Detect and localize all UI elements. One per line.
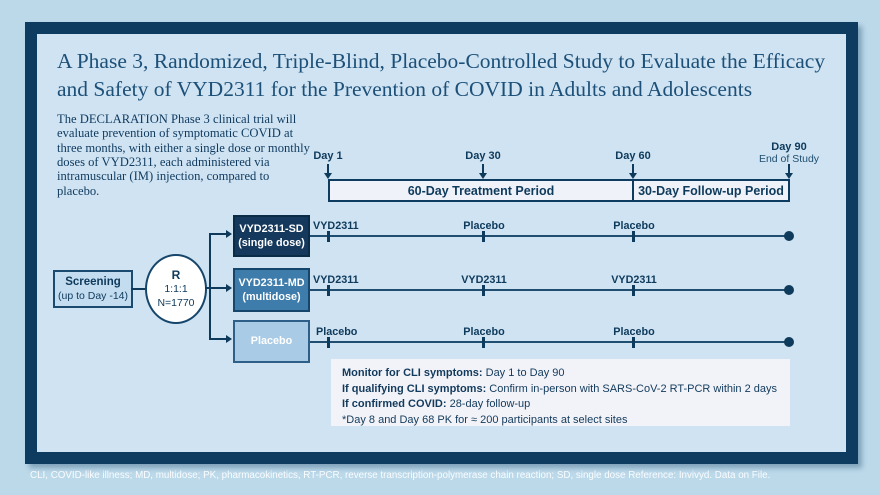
arm-box-vyd2311-md: VYD2311-MD (multidose) [233,268,310,312]
monitor-line-3-bold: If confirmed COVID: [342,398,447,411]
tick-mark [632,337,635,348]
tick-mark [482,231,485,242]
tick-mark [327,231,330,242]
monitor-line-2: If qualifying CLI symptoms: Confirm in-p… [342,382,779,398]
screening-title: Screening [65,276,121,289]
branch-line-sd [209,233,226,235]
screening-subtitle: (up to Day -14) [57,289,129,302]
dose-label-sd-day1: VYD2311 [313,220,359,232]
randomization-letter: R [171,267,181,282]
treatment-period-bar: 60-Day Treatment Period [328,179,634,202]
monitor-line-1-text: Day 1 to Day 90 [482,367,565,379]
right-arrow-icon [226,284,232,292]
arm-name: VYD2311-SD [239,222,304,235]
monitor-line-4-text: *Day 8 and Day 68 PK for ≈ 200 participa… [342,413,628,426]
branch-vertical-line [209,233,211,340]
monitoring-notes-box: Monitor for CLI symptoms: Day 1 to Day 9… [331,359,790,426]
dose-label-placebo-day30: Placebo [463,326,505,338]
milestone-day-1: Day 1 [313,150,343,162]
right-arrow-icon [226,230,232,238]
screening-box: Screening (up to Day -14) [53,270,133,308]
monitor-line-2-text: Confirm in-person with SARS-CoV-2 RT-PCR… [486,382,778,395]
arm-name: Placebo [250,335,293,348]
end-of-study-dot [784,285,794,295]
tick-mark [482,285,485,296]
arm-box-vyd2311-sd: VYD2311-SD (single dose) [233,215,310,257]
dose-label-md-day30: VYD2311 [461,274,507,286]
milestone-day-90-label: Day 90 [771,141,807,153]
milestone-day-30: Day 30 [465,150,501,162]
tick-mark [327,285,330,296]
monitor-line-4: *Day 8 and Day 68 PK for ≈ 200 participa… [342,413,779,429]
end-of-study-dot [784,231,794,241]
branch-line-placebo [209,338,226,340]
tick-mark [632,231,635,242]
monitor-line-1: Monitor for CLI symptoms: Day 1 to Day 9… [342,366,779,382]
arm-name: VYD2311-MD [238,276,305,289]
dose-label-placebo-day1: Placebo [316,326,358,338]
treatment-period-label: 60-Day Treatment Period [407,183,555,198]
dose-label-placebo-day60: Placebo [613,326,655,338]
milestone-day-60: Day 60 [615,150,651,162]
footnote-abbreviations: CLI, COVID-like illness; MD, multidose; … [30,470,771,481]
connector-line [131,288,145,290]
randomization-ratio: 1:1:1 [164,283,188,296]
tick-mark [632,285,635,296]
down-arrow-icon [629,164,637,179]
study-description: The DECLARATION Phase 3 clinical trial w… [57,112,310,198]
down-arrow-icon [785,164,793,179]
arm-timeline-md [310,289,789,291]
arm-timeline-sd [310,235,789,237]
arm-timeline-placebo [310,341,789,343]
arm-box-placebo: Placebo [233,320,310,363]
dose-label-sd-day30: Placebo [463,220,505,232]
right-arrow-icon [226,335,232,343]
down-arrow-icon [324,164,332,179]
arm-subname: (multidose) [242,291,301,303]
randomization-n: N=1770 [157,296,195,309]
milestone-end-of-study-label: End of Study [758,153,820,165]
dose-label-sd-day60: Placebo [613,220,655,232]
monitor-line-1-bold: Monitor for CLI symptoms: [342,367,483,379]
monitor-line-2-bold: If qualifying CLI symptoms: [342,382,487,395]
down-arrow-icon [479,164,487,179]
dose-label-md-day1: VYD2311 [313,274,359,286]
monitor-line-3: If confirmed COVID: 28-day follow-up [342,397,779,413]
monitor-line-3-text: 28-day follow-up [446,398,531,411]
dose-label-md-day60: VYD2311 [611,274,657,286]
follow-up-period-bar: 30-Day Follow-up Period [632,179,790,202]
tick-mark [327,337,330,348]
follow-up-period-label: 30-Day Follow-up Period [638,183,784,198]
tick-mark [482,337,485,348]
study-title: A Phase 3, Randomized, Triple-Blind, Pla… [57,49,826,101]
milestone-day-90: Day 90 End of Study [759,141,819,165]
randomization-circle: R 1:1:1 N=1770 [145,254,207,324]
branch-line-md [205,287,226,289]
arm-subname: (single dose) [238,237,305,249]
end-of-study-dot [784,337,794,347]
